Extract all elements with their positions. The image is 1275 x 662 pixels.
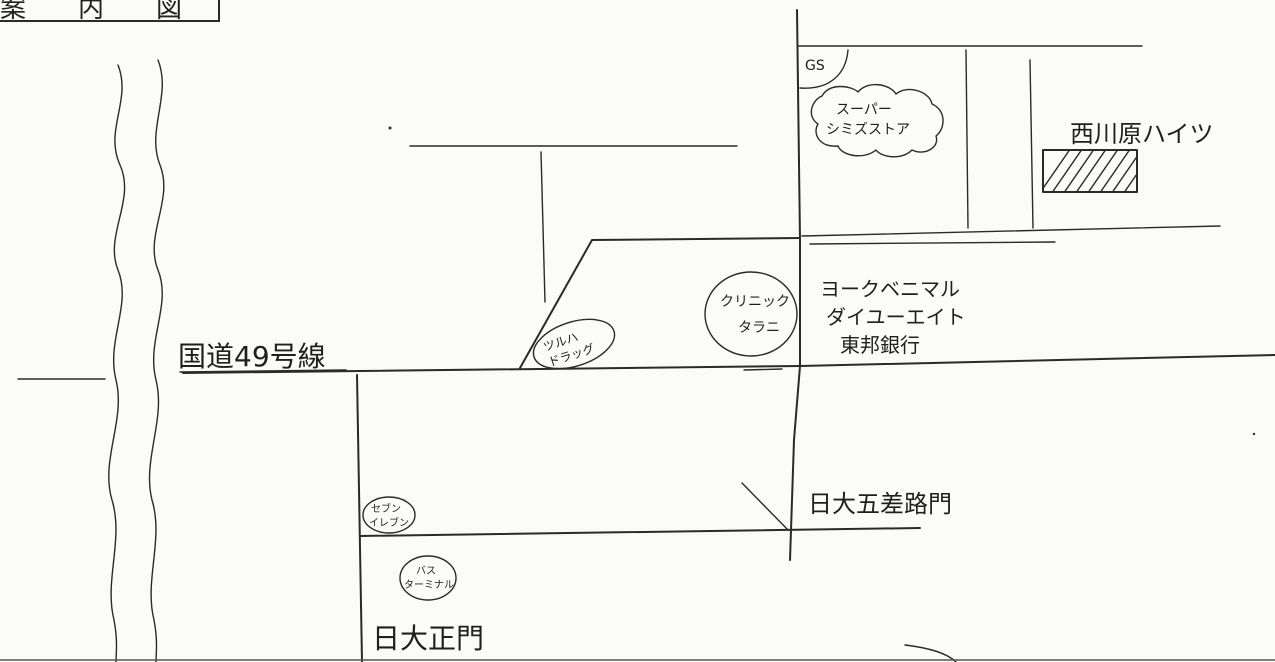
map-title: 案内図 <box>0 0 235 24</box>
bus-terminal-circle <box>399 555 457 601</box>
seven-eleven-oval <box>362 496 416 534</box>
diagonal-road <box>519 237 801 369</box>
road-north-inner-1 <box>965 49 969 229</box>
pencil-dot <box>1252 432 1256 436</box>
road-north-inner-2 <box>1029 59 1034 229</box>
seven-eleven-label-line1: セブン <box>371 502 401 515</box>
route-49-label: 国道49号線 <box>178 340 326 373</box>
gosaro-branch <box>741 482 789 531</box>
daiyu-eight-label: ダイユーエイト <box>826 305 966 329</box>
super-label-line1: スーパー <box>836 102 892 118</box>
map-title-frame <box>0 0 220 22</box>
river-bank-right <box>148 59 165 662</box>
york-benimaru-label: ヨークベニマル <box>820 277 960 301</box>
heights-label: 西川原ハイツ <box>1070 120 1214 148</box>
bus-terminal-label-line2: ターミナル <box>404 579 454 591</box>
seven-eleven-label-line2: イレブン <box>369 516 409 529</box>
main-gate-label: 日大正門 <box>372 622 484 655</box>
clinic-label-line2: タラニ <box>738 320 780 336</box>
route-49-tick <box>743 368 783 371</box>
gosaro-gate-label: 日大五差路門 <box>808 490 952 518</box>
super-cloud <box>810 84 944 158</box>
tsuruha-oval <box>532 318 616 370</box>
river-bank-left <box>108 64 126 662</box>
clinic-circle <box>704 271 798 357</box>
road-south-horizontal <box>359 527 921 537</box>
road-east-upper <box>801 225 1221 237</box>
toho-bank-label: 東邦銀行 <box>840 333 920 357</box>
road-east-upper-inner <box>809 241 1056 245</box>
gs-label: GS <box>805 58 825 74</box>
bus-terminal-label-line1: バス <box>416 565 436 577</box>
heights-building <box>1042 149 1138 193</box>
route-49-underline <box>179 369 347 373</box>
route-49-road <box>182 354 1275 374</box>
pencil-dot <box>388 126 392 130</box>
super-label-line2: シミズストア <box>826 122 910 138</box>
clinic-label-line1: クリニック <box>720 294 790 310</box>
gs-corner <box>799 49 849 89</box>
road-northwest-branch <box>540 151 546 303</box>
road-south-west <box>356 374 363 662</box>
main-north-south-road <box>789 9 801 561</box>
